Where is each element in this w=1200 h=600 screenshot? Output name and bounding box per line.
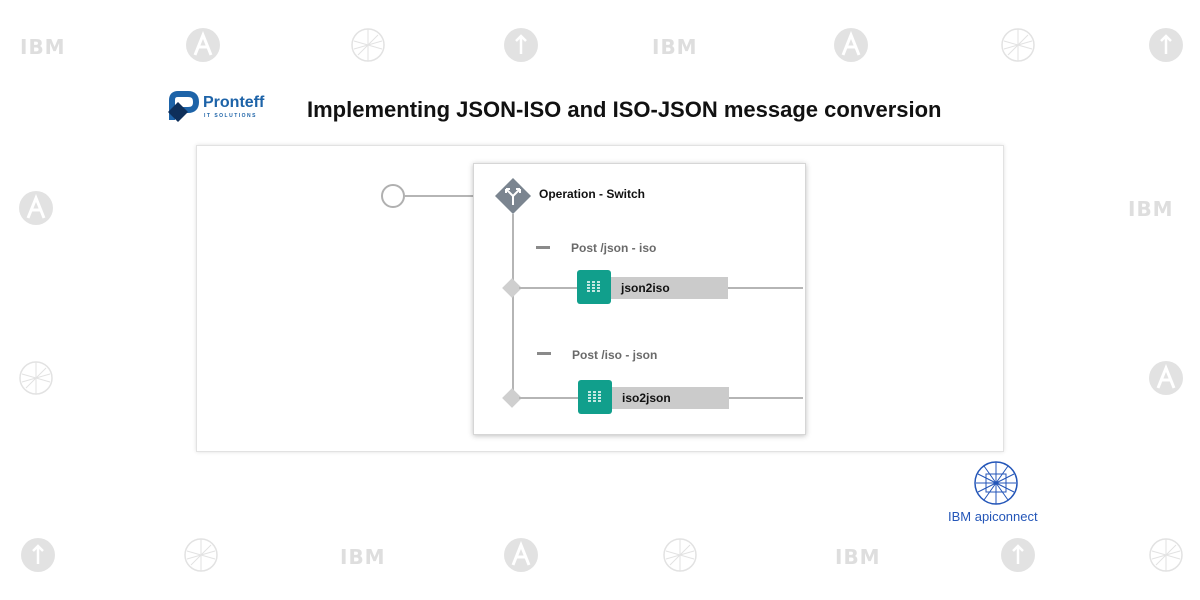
- a-logo-watermark: [18, 190, 54, 231]
- sphere-watermark: [183, 537, 219, 578]
- sphere-watermark: [1148, 537, 1184, 578]
- start-node[interactable]: [381, 184, 405, 208]
- pronteff-mark-icon: [168, 91, 200, 122]
- assembly-canvas: Operation - Switch Post /json - iso json…: [196, 145, 1004, 452]
- pronteff-logo: Pronteff IT SOLUTIONS: [166, 90, 276, 124]
- case-label-1: Post /json - iso: [571, 241, 657, 255]
- page-title: Implementing JSON-ISO and ISO-JSON messa…: [307, 97, 942, 122]
- collapse-case-1-icon[interactable]: [536, 246, 550, 249]
- pin-watermark: [1148, 27, 1184, 68]
- a-logo-watermark: [503, 537, 539, 578]
- map-icon: [587, 281, 601, 292]
- iso2json-policy-icon[interactable]: [578, 380, 612, 414]
- sphere-watermark: [1000, 27, 1036, 68]
- ibm-watermark: IBM: [652, 35, 698, 59]
- sphere-watermark: [662, 537, 698, 578]
- brand-tagline: IT SOLUTIONS: [204, 113, 257, 119]
- switch-label: Operation - Switch: [539, 187, 646, 201]
- sphere-watermark: [350, 27, 386, 68]
- iso2json-policy-label: iso2json: [622, 391, 671, 405]
- apiconnect-sphere-icon: [974, 461, 1018, 505]
- pin-watermark: [20, 537, 56, 578]
- switch-icon[interactable]: [494, 177, 532, 215]
- a-logo-watermark: [833, 27, 869, 68]
- ibm-watermark: IBM: [1128, 197, 1174, 221]
- sphere-watermark: [18, 360, 54, 401]
- collapse-case-2-icon[interactable]: [537, 352, 551, 355]
- pin-watermark: [503, 27, 539, 68]
- ibm-watermark: IBM: [20, 35, 66, 59]
- ibm-watermark: IBM: [340, 545, 386, 569]
- pin-watermark: [1000, 537, 1036, 578]
- apiconnect-label: IBM apiconnect: [948, 509, 1038, 524]
- json2iso-policy-icon[interactable]: [577, 270, 611, 304]
- map-icon: [588, 391, 602, 402]
- brand-name: Pronteff: [203, 94, 265, 111]
- json2iso-policy-label: json2iso: [621, 281, 670, 295]
- switch-trunk: [512, 214, 514, 399]
- a-logo-watermark: [1148, 360, 1184, 401]
- case-label-2: Post /iso - json: [572, 348, 658, 362]
- iso2json-policy-bar[interactable]: [579, 387, 729, 409]
- ibm-watermark: IBM: [835, 545, 881, 569]
- json2iso-policy-bar[interactable]: [578, 277, 728, 299]
- a-logo-watermark: [185, 27, 221, 68]
- start-connector: [405, 195, 495, 197]
